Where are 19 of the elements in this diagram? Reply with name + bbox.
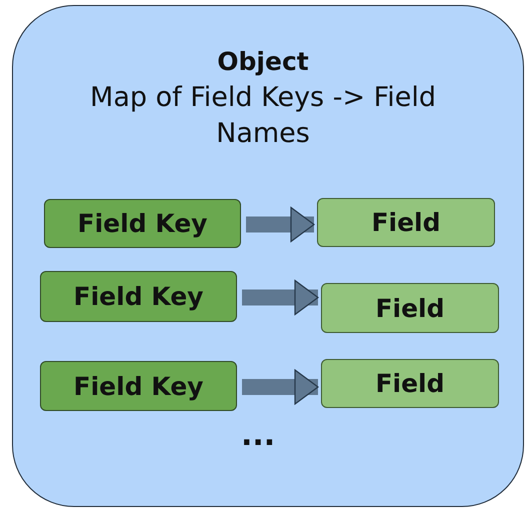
field-key-box <box>40 271 237 322</box>
field-label: Field <box>375 369 445 398</box>
field-label: Field <box>371 208 441 237</box>
arrow <box>242 368 318 404</box>
field-key-label: Field Key <box>78 209 208 238</box>
field-label: Field <box>375 294 445 322</box>
field-box <box>321 283 499 333</box>
object-heading: Object <box>216 46 310 78</box>
field-key-box <box>44 199 241 248</box>
object-description: Map of Field Keys -> Field Names <box>89 81 437 151</box>
arrow <box>246 206 314 242</box>
ellipsis: ... <box>241 418 276 453</box>
object-panel <box>12 5 524 507</box>
field-key-box <box>40 361 237 411</box>
arrow <box>242 279 318 315</box>
field-key-label: Field Key <box>74 282 204 311</box>
field-box <box>317 198 495 247</box>
field-box <box>321 359 499 408</box>
field-key-label: Field Key <box>74 372 204 400</box>
